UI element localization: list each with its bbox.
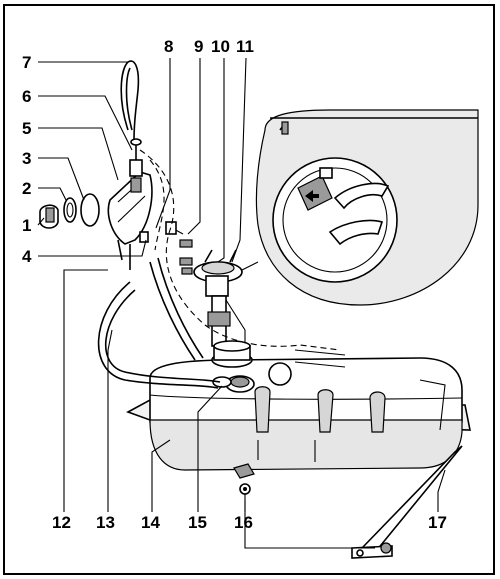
callout-17: 17	[428, 513, 447, 532]
diagram-frame	[3, 4, 495, 575]
callout-13: 13	[96, 513, 115, 532]
callout-12: 12	[52, 513, 71, 532]
fuel-pump-sender	[165, 221, 253, 388]
callout-5: 5	[22, 119, 31, 138]
callout-4: 4	[22, 247, 32, 266]
callout-10: 10	[211, 37, 230, 56]
callout-11: 11	[236, 37, 254, 56]
inset-detail-view	[231, 109, 479, 306]
callout-3: 3	[22, 149, 31, 168]
callout-9: 9	[194, 37, 203, 56]
fuel-tank	[126, 357, 471, 471]
hoses	[97, 149, 346, 389]
filler-cap-assembly	[39, 60, 153, 270]
callout-1: 1	[22, 216, 31, 235]
tank-strap	[351, 445, 463, 559]
callout-8: 8	[164, 37, 173, 56]
callout-16: 16	[234, 513, 253, 532]
callout-14: 14	[141, 513, 160, 532]
callout-6: 6	[22, 87, 31, 106]
leader-lines	[37, 57, 446, 512]
callout-7: 7	[22, 53, 31, 72]
strap-bracket-and-nut	[233, 463, 375, 549]
callout-labels: 1 2 3 4 5 6 7 8 9 10 11 12 13 14 15 16 1…	[22, 37, 447, 532]
callout-15: 15	[188, 513, 207, 532]
callout-2: 2	[22, 179, 31, 198]
